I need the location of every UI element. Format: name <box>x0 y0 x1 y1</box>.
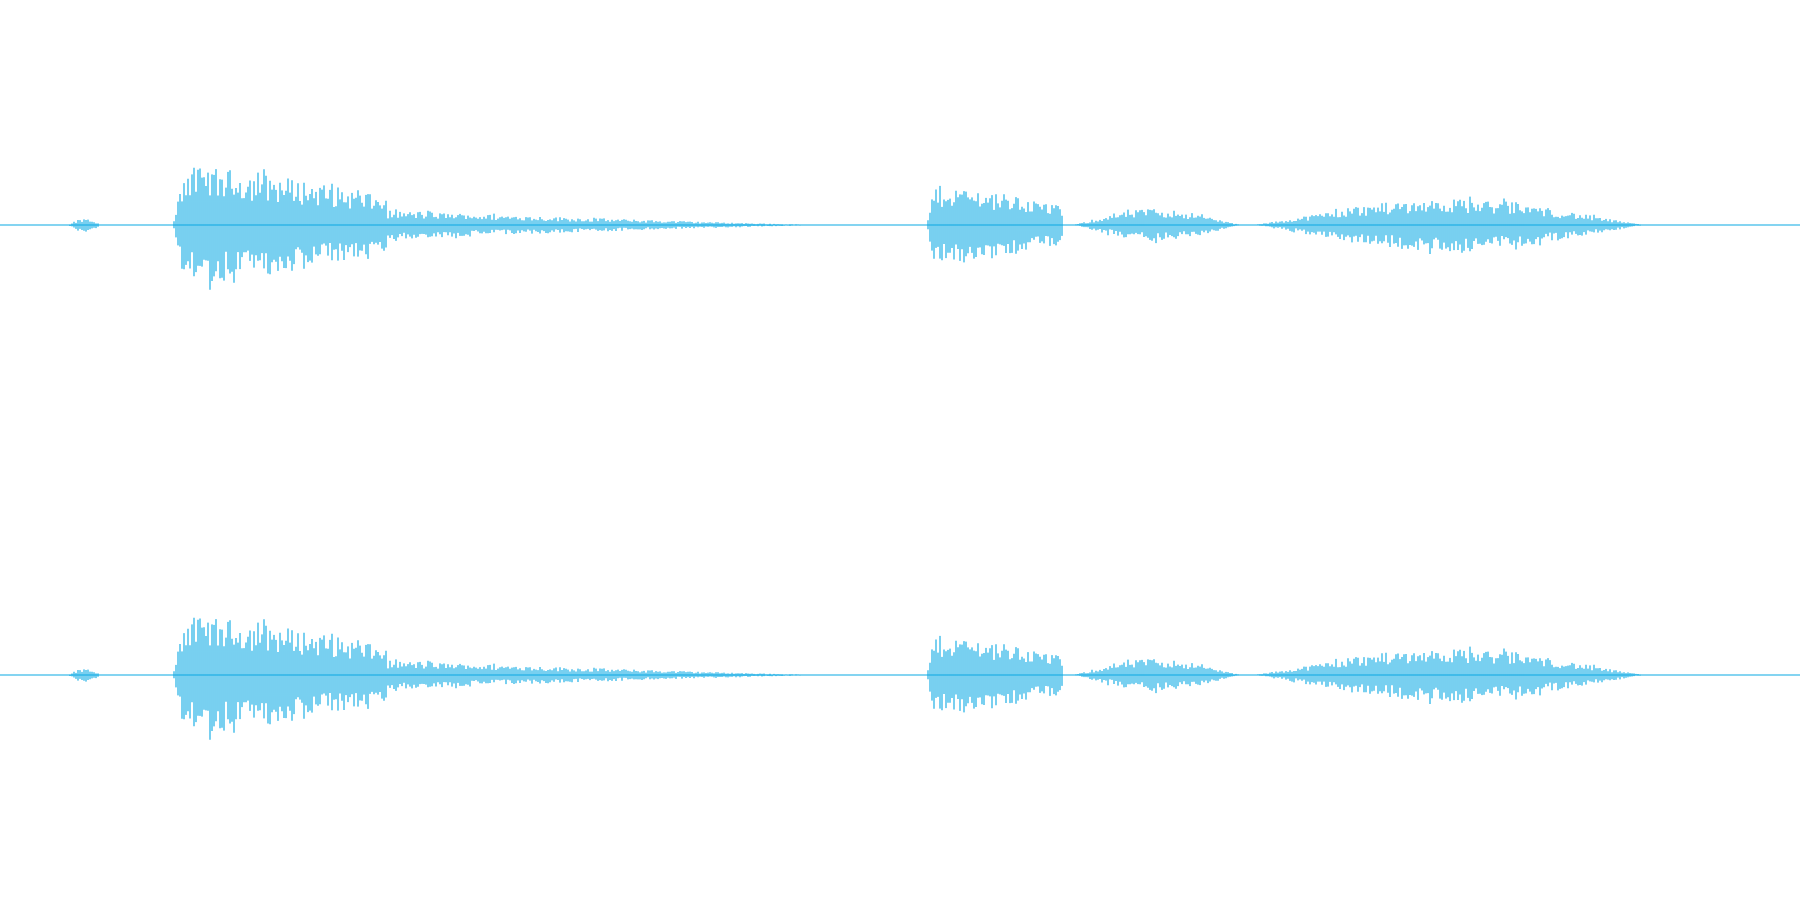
channel-2-waveform <box>0 617 1800 740</box>
channel-waveform-path <box>69 617 1645 740</box>
channel-waveform-path <box>69 167 1645 290</box>
channel-1-waveform <box>0 167 1800 290</box>
